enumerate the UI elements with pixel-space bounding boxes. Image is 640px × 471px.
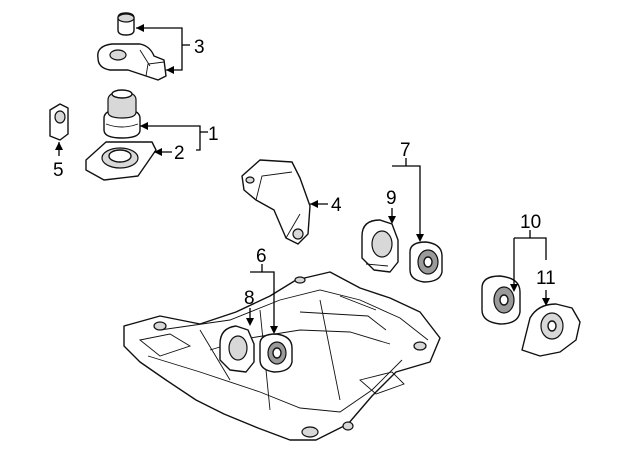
callout-11: 11 (536, 268, 556, 289)
rear-mount-bracket-part (361, 219, 399, 273)
callout-8: 8 (244, 288, 255, 309)
leader-9 (388, 208, 396, 224)
engine-mount-part (103, 89, 141, 139)
callout-3: 3 (194, 37, 205, 58)
front-mount-bushing-part (259, 333, 293, 373)
side-mount-bushing-part (481, 275, 521, 325)
callout-4: 4 (331, 195, 342, 216)
bushing-part (117, 12, 135, 36)
callout-10: 10 (520, 212, 541, 233)
mount-clip-part (49, 103, 69, 141)
leader-6 (250, 264, 278, 334)
mount-base-plate-part (85, 141, 157, 181)
leader-3 (136, 24, 190, 74)
leader-2 (154, 148, 172, 156)
upper-mount-bracket-part (97, 43, 167, 81)
leader-8 (246, 308, 254, 326)
callout-7: 7 (400, 140, 411, 161)
leader-5 (55, 142, 63, 156)
transmission-bracket-part (241, 159, 311, 245)
leader-7 (392, 158, 424, 242)
front-mount-bracket-part (219, 325, 255, 373)
leader-10 (510, 230, 547, 292)
leader-1 (140, 122, 208, 151)
rear-mount-bushing-part (409, 241, 443, 283)
leader-11 (542, 290, 550, 306)
callout-9: 9 (386, 188, 397, 209)
callout-6: 6 (256, 246, 267, 267)
leader-4 (310, 200, 328, 208)
side-mount-part (521, 303, 581, 357)
callout-2: 2 (174, 143, 185, 164)
callout-5: 5 (53, 160, 64, 181)
callout-1: 1 (208, 124, 219, 145)
